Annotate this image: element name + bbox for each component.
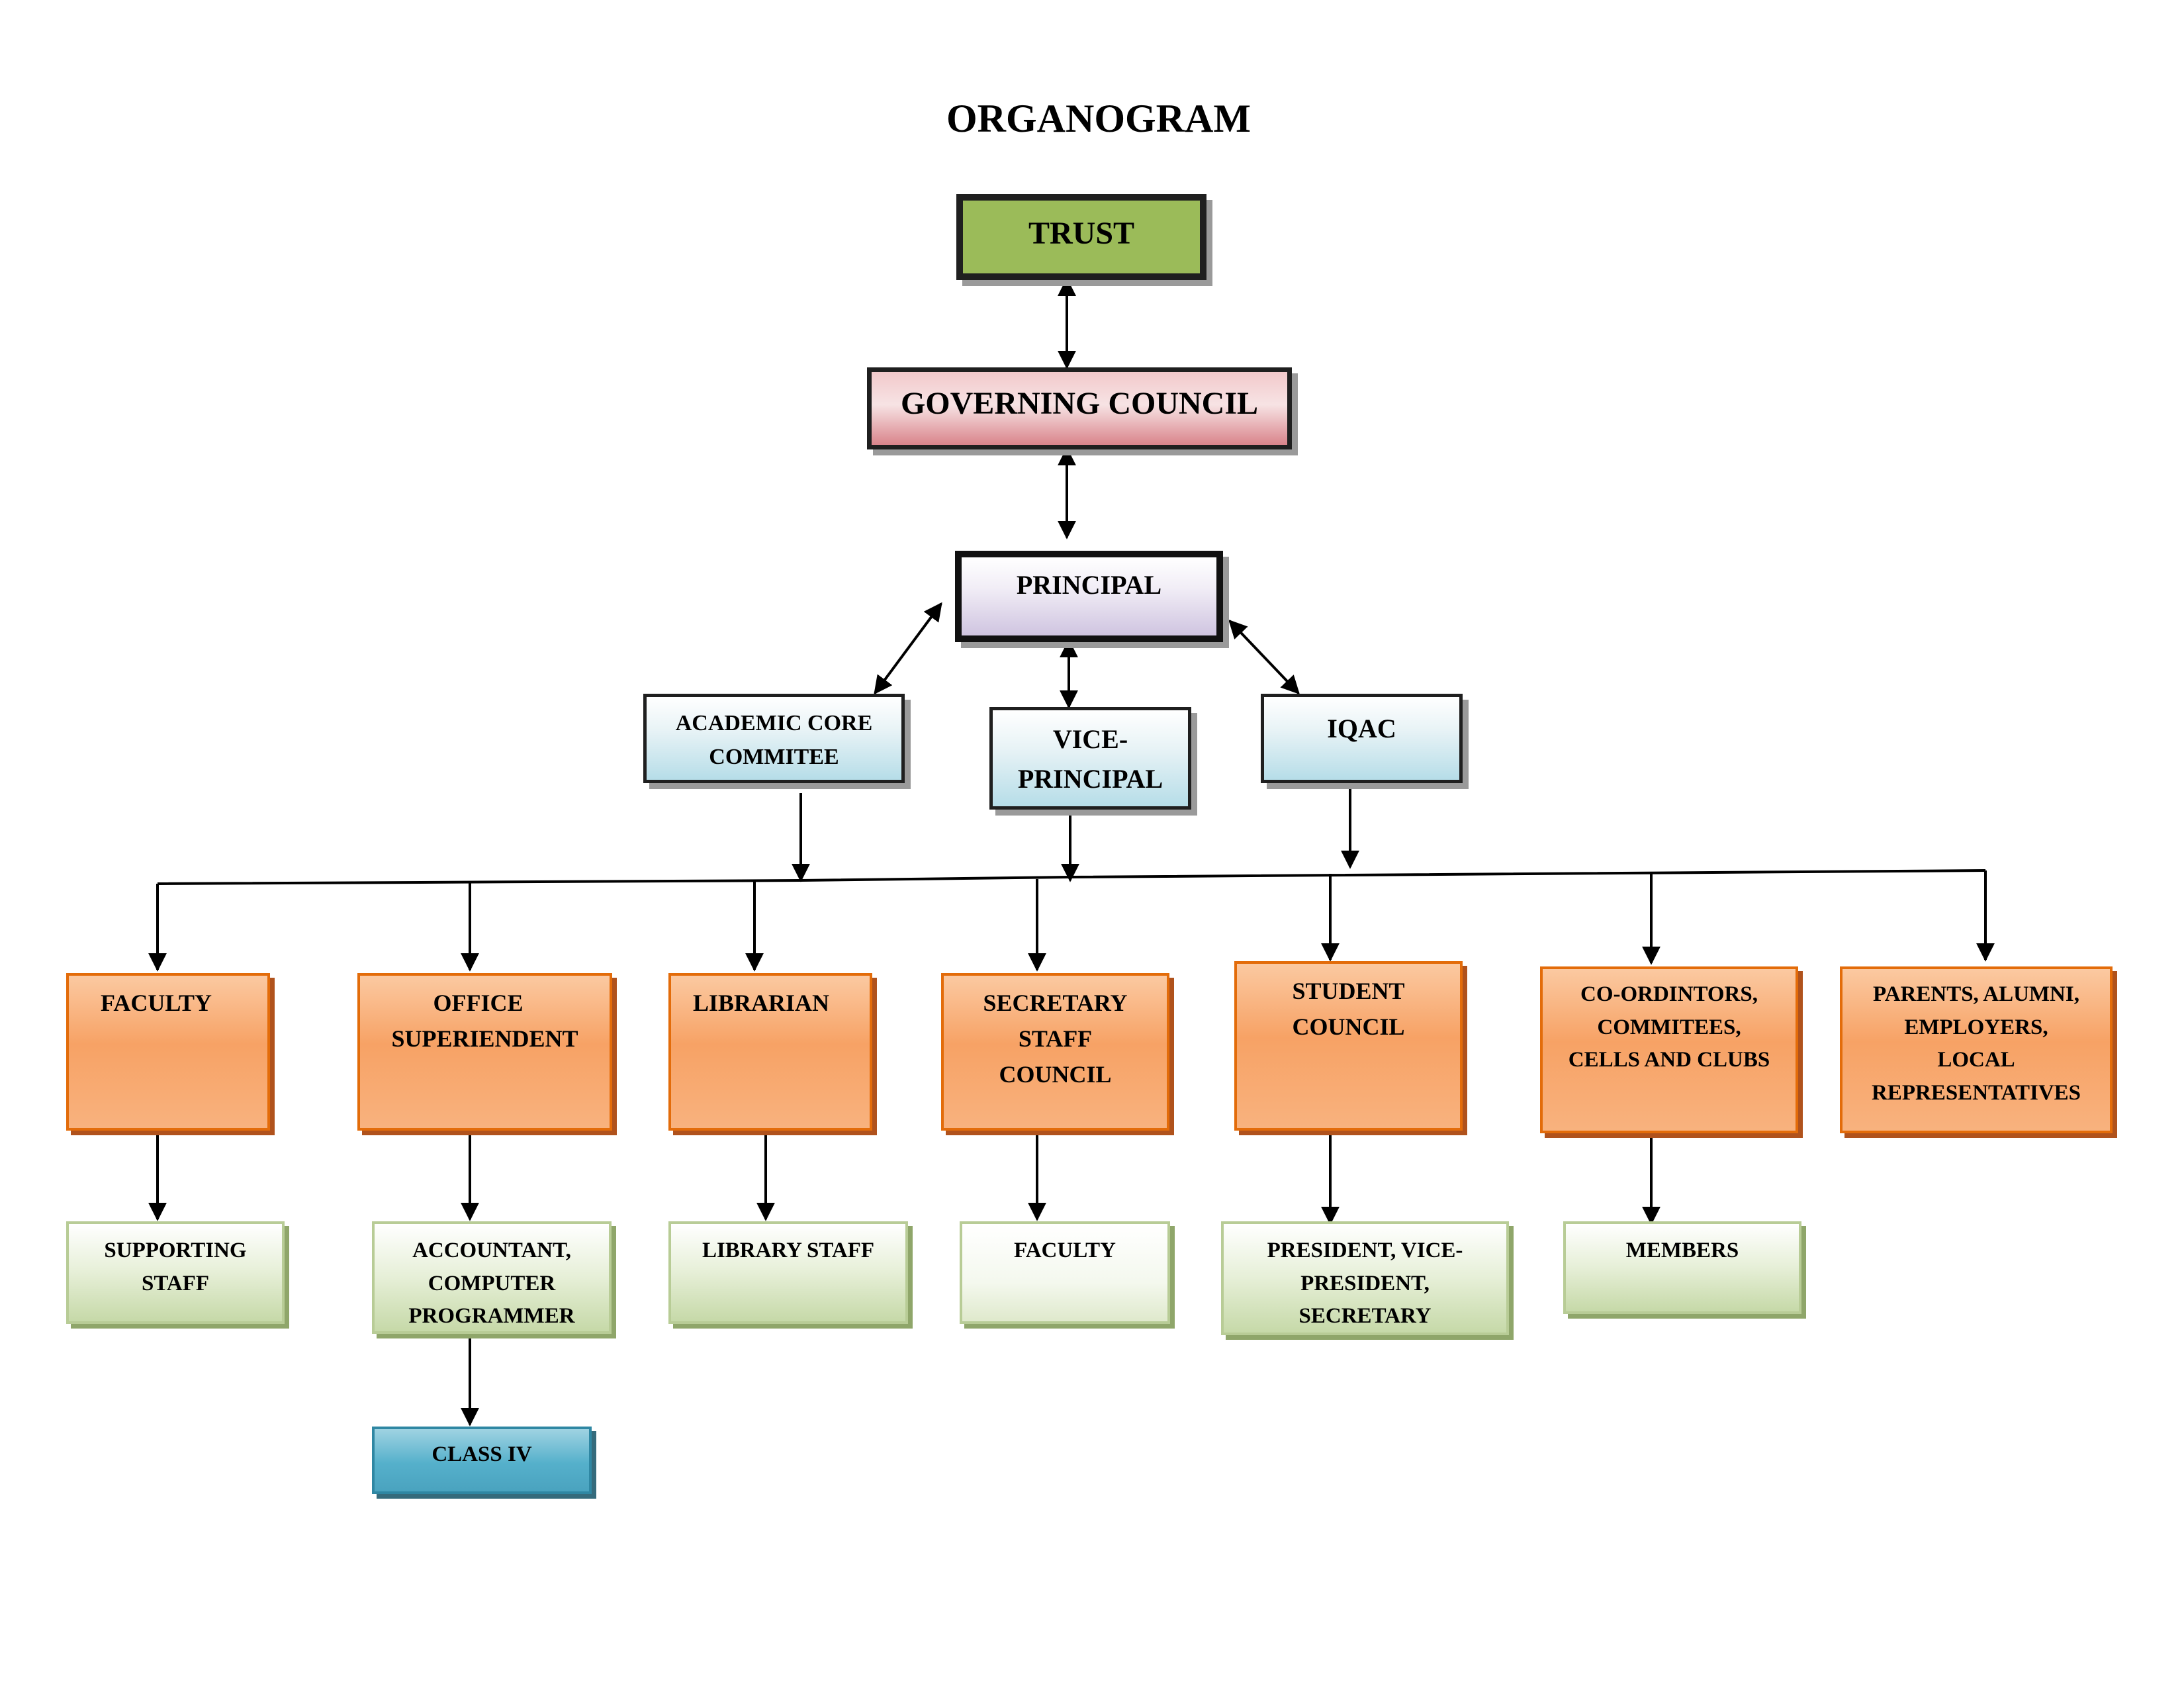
principal-iqac-link — [1228, 619, 1300, 695]
secretary-staff-council-label-2: STAFF — [1018, 1025, 1093, 1052]
coordinators-box: CO-ORDINTORS, COMMITEES, CELLS AND CLUBS — [1540, 966, 1798, 1133]
office-superiendent-label-1: OFFICE — [433, 990, 523, 1016]
academic-core-committee-box: ACADEMIC CORE COMMITEE — [643, 694, 905, 783]
vice-principal-label-1: VICE- — [1052, 724, 1128, 754]
secretary-staff-council-label-3: COUNCIL — [999, 1061, 1112, 1088]
page-title: ORGANOGRAM — [946, 97, 1251, 140]
president-label-2: PRESIDENT, — [1300, 1271, 1430, 1295]
governing-council-label: GOVERNING COUNCIL — [900, 386, 1259, 421]
trust-box: TRUST — [956, 194, 1206, 280]
president-label-3: SECRETARY — [1298, 1304, 1432, 1328]
accountant-label-3: PROGRAMMER — [408, 1304, 575, 1328]
faculty-sub-label: FACULTY — [1013, 1239, 1116, 1262]
accountant-programmer-box: ACCOUNTANT, COMPUTER PROGRAMMER — [372, 1221, 612, 1334]
president-secretary-box: PRESIDENT, VICE- PRESIDENT, SECRETARY — [1221, 1221, 1509, 1335]
distribution-line — [157, 869, 1986, 885]
class-iv-label: CLASS IV — [432, 1442, 532, 1466]
academic-core-label-2: COMMITEE — [709, 745, 839, 769]
secretary-staff-council-label-1: SECRETARY — [983, 990, 1128, 1016]
faculty-sub-box: FACULTY — [960, 1221, 1170, 1324]
members-box: MEMBERS — [1563, 1221, 1801, 1314]
vice-principal-label-2: PRINCIPAL — [1017, 764, 1163, 794]
accountant-label-1: ACCOUNTANT, — [412, 1239, 571, 1262]
secretary-staff-council-box: SECRETARY STAFF COUNCIL — [941, 973, 1169, 1131]
members-label: MEMBERS — [1625, 1239, 1739, 1262]
accountant-label-2: COMPUTER — [428, 1271, 556, 1295]
principal-label: PRINCIPAL — [1016, 570, 1162, 600]
supporting-staff-label-2: STAFF — [141, 1271, 210, 1295]
parents-alumni-box: PARENTS, ALUMNI, EMPLOYERS, LOCAL REPRES… — [1840, 966, 2113, 1133]
coordinators-label-3: CELLS AND CLUBS — [1568, 1048, 1770, 1072]
academic-core-label-1: ACADEMIC CORE — [675, 711, 873, 735]
librarian-box: LIBRARIAN — [668, 973, 872, 1131]
iqac-label: IQAC — [1327, 714, 1396, 743]
parents-label-3: LOCAL — [1937, 1048, 2015, 1072]
parents-label-1: PARENTS, ALUMNI, — [1872, 982, 2079, 1006]
coordinators-label-2: COMMITEES, — [1597, 1015, 1741, 1039]
principal-academic-link — [874, 602, 942, 695]
office-superiendent-label-2: SUPERIENDENT — [391, 1025, 578, 1052]
coordinators-label-1: CO-ORDINTORS, — [1580, 982, 1758, 1006]
faculty-label: FACULTY — [101, 990, 212, 1016]
iqac-box: IQAC — [1261, 694, 1463, 783]
supporting-staff-box: SUPPORTING STAFF — [66, 1221, 285, 1324]
trust-label: TRUST — [1028, 216, 1135, 251]
office-superiendent-box: OFFICE SUPERIENDENT — [357, 973, 612, 1131]
library-staff-box: LIBRARY STAFF — [668, 1221, 908, 1324]
president-label-1: PRESIDENT, VICE- — [1267, 1239, 1463, 1262]
student-council-box: STUDENT COUNCIL — [1234, 961, 1463, 1131]
library-staff-label: LIBRARY STAFF — [702, 1239, 875, 1262]
parents-label-2: EMPLOYERS, — [1904, 1015, 2048, 1039]
student-council-label-1: STUDENT — [1292, 978, 1405, 1004]
vice-principal-box: VICE- PRINCIPAL — [989, 707, 1191, 810]
faculty-box: FACULTY — [66, 973, 270, 1131]
student-council-label-2: COUNCIL — [1292, 1013, 1405, 1040]
supporting-staff-label-1: SUPPORTING — [104, 1239, 247, 1262]
parents-label-4: REPRESENTATIVES — [1871, 1080, 2081, 1105]
librarian-label: LIBRARIAN — [693, 990, 830, 1016]
governing-council-box: GOVERNING COUNCIL — [867, 367, 1292, 449]
class-iv-box: CLASS IV — [372, 1427, 592, 1494]
principal-box: PRINCIPAL — [955, 551, 1223, 642]
